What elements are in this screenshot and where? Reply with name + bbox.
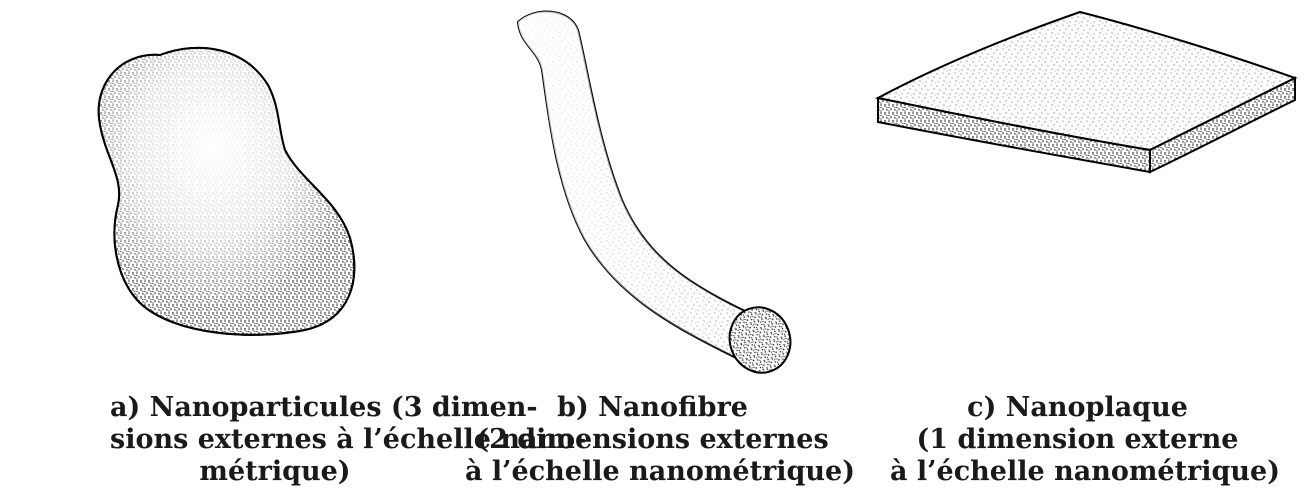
nanoparticle-shape: [99, 48, 355, 335]
caption-line: à l’échelle nanométrique): [890, 456, 1265, 488]
caption-nanoplate: c) Nanoplaque (1 dimension externe à l’é…: [890, 392, 1265, 488]
caption-line: métrique): [110, 456, 440, 488]
caption-line: (1 dimension externe: [890, 424, 1265, 456]
caption-line: c) Nanoplaque: [890, 392, 1265, 424]
caption-line: a) Nanoparticules (3 dimen-: [110, 392, 440, 424]
caption-nanofibre: b) Nanofibre (2 dimensions externes à l’…: [465, 392, 840, 488]
caption-line: sions externes à l’échelle nano-: [110, 424, 440, 456]
caption-line: (2 dimensions externes: [465, 424, 840, 456]
caption-line: à l’échelle nanométrique): [465, 456, 840, 488]
nanoplate-shape: [878, 12, 1295, 172]
nanofibre-shape: [518, 12, 799, 382]
caption-nanoparticles: a) Nanoparticules (3 dimen- sions extern…: [110, 392, 440, 488]
caption-line: b) Nanofibre: [465, 392, 840, 424]
